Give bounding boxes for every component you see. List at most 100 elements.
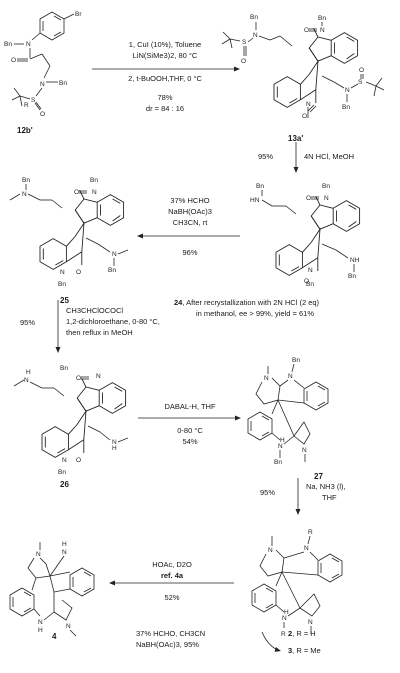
- structure-2-3: R N N N H R N: [251, 529, 343, 638]
- step1-line3: 2, t-BuOOH,THF, 0 °C: [128, 74, 202, 83]
- structure-4: N H N N H N: [9, 541, 95, 637]
- svg-text:O: O: [74, 189, 79, 196]
- svg-text:N: N: [308, 619, 313, 626]
- svg-text:O: O: [241, 58, 246, 65]
- label-24: 24: [174, 298, 183, 307]
- arrow-step4: [55, 300, 61, 353]
- svg-text:N: N: [282, 615, 287, 622]
- svg-text:N: N: [320, 27, 325, 34]
- step8-line2: NaBH(OAc)3, 95%: [136, 640, 199, 649]
- step6-line2: THF: [322, 493, 337, 502]
- svg-text:O: O: [304, 278, 309, 285]
- svg-text:N: N: [112, 439, 117, 446]
- step6-line1: Na, NH3 (l),: [306, 482, 346, 491]
- label-25: 25: [60, 296, 69, 305]
- svg-text:N: N: [324, 195, 329, 202]
- label-26: 26: [60, 480, 69, 489]
- note-24-line1: 24, After recrystallization with 2N HCl …: [174, 298, 319, 307]
- structure-13a: Bn N S O Bn N O O N N: [221, 14, 385, 120]
- step4-line2: 1,2-dichloroethane, 0-80 °C,: [66, 317, 160, 326]
- step7-line2: ref. 4a: [160, 571, 184, 580]
- structure-24: Bn HN Bn N O O N Bn NH Bn: [250, 183, 361, 288]
- svg-text:Bn: Bn: [58, 469, 66, 476]
- structure-12b: Br N Bn O N Bn S R O: [4, 11, 82, 118]
- svg-text:N: N: [112, 251, 117, 258]
- step3-line2: NaBH(OAc)3: [168, 207, 212, 216]
- svg-text:N: N: [62, 549, 67, 556]
- svg-text:R: R: [308, 529, 313, 536]
- svg-text:Bn: Bn: [306, 281, 314, 288]
- svg-text:H: H: [26, 369, 31, 376]
- step4-yield: 95%: [20, 318, 36, 327]
- svg-text:N: N: [345, 87, 350, 94]
- svg-text:Bn: Bn: [4, 41, 12, 48]
- svg-text:Bn: Bn: [274, 459, 282, 466]
- svg-text:S: S: [31, 97, 36, 104]
- svg-text:O: O: [302, 113, 307, 120]
- svg-text:NH: NH: [350, 257, 360, 264]
- step7-yield: 52%: [164, 593, 180, 602]
- svg-text:H: H: [112, 445, 117, 452]
- label-13a: 13a': [288, 134, 304, 143]
- arrow-step1: [92, 66, 240, 72]
- step3-line1: 37% HCHO: [170, 196, 210, 205]
- svg-text:Bn: Bn: [22, 177, 30, 184]
- step1-yield: 78%: [157, 93, 173, 102]
- arrow-step2: [293, 142, 299, 173]
- svg-text:H: H: [38, 627, 43, 634]
- svg-text:Bn: Bn: [58, 281, 66, 288]
- svg-text:Bn: Bn: [250, 14, 258, 21]
- svg-text:Bn: Bn: [108, 267, 116, 274]
- arrow-step7: [109, 580, 234, 586]
- step3-yield: 96%: [182, 248, 198, 257]
- svg-text:N: N: [22, 191, 27, 198]
- step1-dr: dr = 84 : 16: [145, 104, 185, 113]
- svg-text:Bn: Bn: [342, 104, 350, 111]
- arrow-step6: [295, 478, 301, 515]
- svg-text:Bn: Bn: [59, 80, 67, 87]
- svg-text:N: N: [96, 373, 101, 380]
- svg-text:N: N: [38, 619, 43, 626]
- structure-27: Bn N N N H Bn N: [247, 357, 329, 466]
- step7-line1: HOAc, D2O: [152, 560, 192, 569]
- svg-text:N: N: [60, 269, 65, 276]
- svg-text:N: N: [304, 545, 309, 552]
- svg-text:N: N: [40, 81, 45, 88]
- svg-text:H: H: [280, 437, 285, 444]
- svg-text:N: N: [253, 32, 258, 39]
- svg-text:O: O: [76, 269, 81, 276]
- svg-text:Bn: Bn: [256, 183, 264, 190]
- svg-text:N: N: [24, 377, 29, 384]
- svg-text:S: S: [242, 39, 247, 46]
- svg-text:R: R: [281, 631, 286, 638]
- label-3: 3: [288, 646, 293, 655]
- step2-yield: 95%: [258, 152, 274, 161]
- product-3-label: 3, R = Me: [288, 646, 321, 655]
- arrow-step8-curved: [261, 631, 282, 654]
- svg-text:O: O: [40, 111, 45, 118]
- svg-text:N: N: [306, 101, 311, 108]
- step1-line1: 1, CuI (10%), Toluene: [128, 40, 202, 49]
- step8-line1: 37% HCHO, CH3CN: [136, 629, 206, 638]
- step5-yield: 54%: [182, 437, 198, 446]
- svg-text:H: H: [284, 609, 289, 616]
- step3-line3: CH3CN, rt: [172, 218, 208, 227]
- svg-text:N: N: [36, 551, 41, 558]
- arrow-step5: [138, 415, 241, 421]
- svg-text:N: N: [264, 375, 269, 382]
- svg-text:O: O: [11, 57, 16, 64]
- note-24-line2: in methanol, ee > 99%, yield = 61%: [196, 309, 314, 318]
- step6-yield: 95%: [260, 488, 276, 497]
- svg-text:H: H: [62, 541, 67, 548]
- note-24-text: , After recrystallization with 2N HCl (2…: [182, 298, 320, 307]
- svg-text:Bn: Bn: [318, 15, 326, 22]
- label-2: 2: [288, 629, 293, 638]
- svg-text:HN: HN: [250, 197, 260, 204]
- svg-text:N: N: [278, 443, 283, 450]
- svg-text:N: N: [26, 41, 31, 48]
- product-3-text: , R = Me: [292, 646, 321, 655]
- structure-25: Bn N Bn N O N O Bn N Bn: [9, 177, 129, 288]
- label-4: 4: [52, 632, 57, 641]
- svg-text:N: N: [92, 189, 97, 196]
